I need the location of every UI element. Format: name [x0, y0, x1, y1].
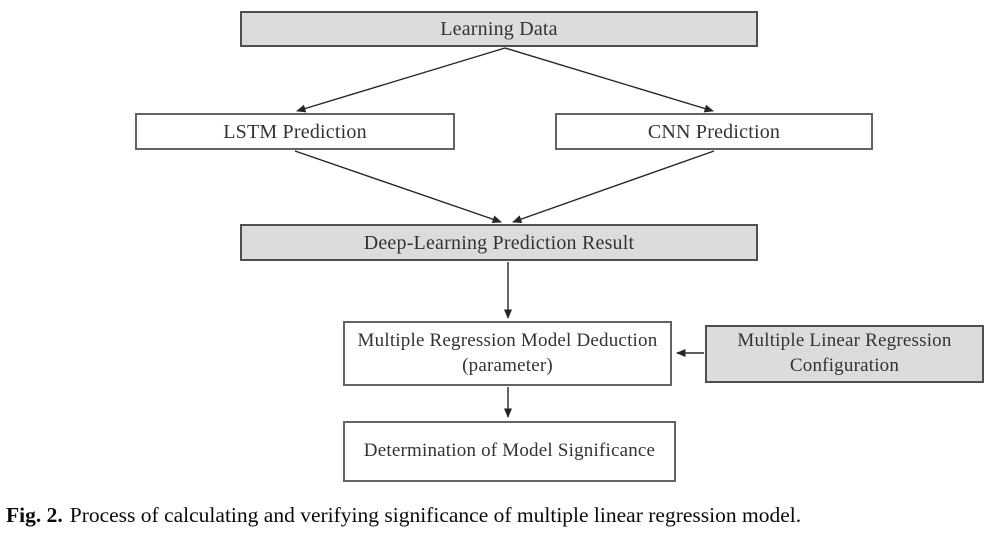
edge-learning-data-to-cnn	[504, 47, 714, 113]
edge-cnn-to-deep-result	[512, 150, 715, 223]
node-deep-learning-prediction-result-label: Deep-Learning Prediction Result	[363, 231, 635, 254]
figure-caption-number: Fig. 2.	[6, 503, 63, 527]
node-determination-of-model-significance: Determination of Model Significance	[343, 421, 676, 482]
node-multiple-regression-model-deduction-label: Multiple Regression Model Deduction (par…	[357, 329, 658, 376]
node-cnn-prediction: CNN Prediction	[555, 113, 873, 150]
node-learning-data: Learning Data	[240, 11, 758, 47]
node-lstm-prediction-label: LSTM Prediction	[223, 120, 367, 143]
node-deep-learning-prediction-result: Deep-Learning Prediction Result	[240, 224, 758, 261]
node-lstm-prediction: LSTM Prediction	[135, 113, 455, 150]
edge-learning-data-to-lstm	[296, 47, 506, 113]
node-cnn-prediction-label: CNN Prediction	[647, 120, 781, 143]
edge-lstm-to-deep-result	[294, 150, 502, 224]
node-learning-data-label: Learning Data	[440, 18, 558, 40]
node-determination-of-model-significance-label: Determination of Model Significance	[363, 440, 656, 462]
node-multiple-linear-regression-configuration: Multiple Linear Regression Configuration	[705, 325, 984, 383]
node-multiple-linear-regression-configuration-label: Multiple Linear Regression Configuration	[737, 330, 952, 376]
figure-caption: Fig. 2.Process of calculating and verify…	[6, 502, 998, 530]
figure-caption-text: Process of calculating and verifying sig…	[69, 503, 802, 527]
node-multiple-regression-model-deduction: Multiple Regression Model Deduction (par…	[343, 321, 672, 386]
